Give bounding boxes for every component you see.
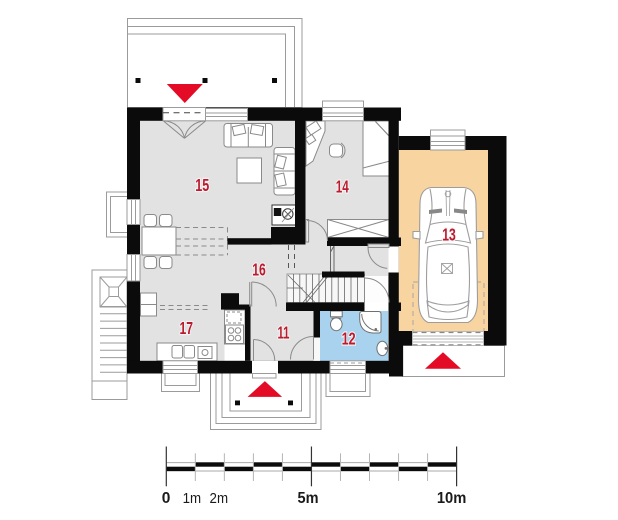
svg-text:17: 17 bbox=[180, 318, 194, 338]
svg-text:12: 12 bbox=[342, 329, 356, 349]
svg-text:16: 16 bbox=[252, 260, 266, 280]
svg-text:10m: 10m bbox=[437, 490, 467, 507]
svg-text:14: 14 bbox=[336, 177, 349, 197]
svg-text:2m: 2m bbox=[210, 490, 229, 507]
svg-text:0: 0 bbox=[162, 490, 171, 507]
svg-text:13: 13 bbox=[442, 225, 456, 245]
svg-text:1m: 1m bbox=[183, 490, 202, 507]
svg-text:15: 15 bbox=[195, 175, 209, 195]
svg-text:11: 11 bbox=[278, 323, 290, 343]
svg-text:5m: 5m bbox=[298, 490, 319, 507]
